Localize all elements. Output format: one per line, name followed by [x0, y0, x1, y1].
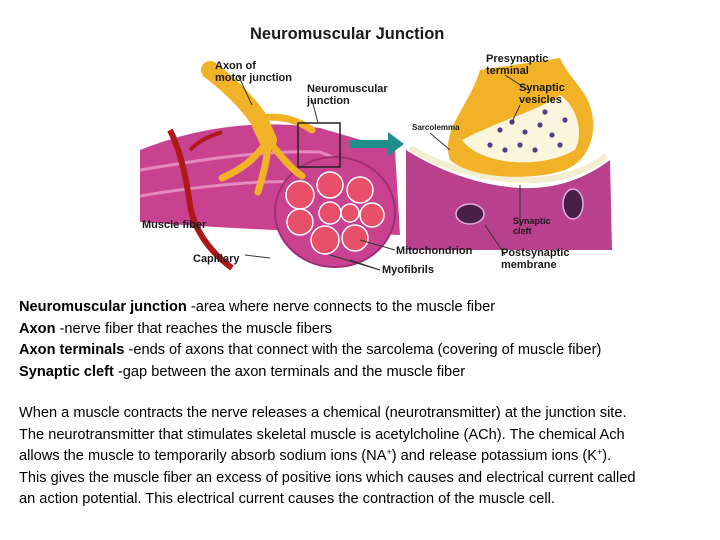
- definition-axon: Axon -nerve fiber that reaches the muscl…: [19, 320, 333, 337]
- axon-terminals: [218, 113, 316, 196]
- label-synaptic-vesicles: Synaptic vesicles: [519, 82, 568, 106]
- mitochondria-group: [455, 188, 584, 225]
- label-postsynaptic-membrane: Postsynaptic membrane: [501, 247, 573, 271]
- paragraph-line: When a muscle contracts the nerve releas…: [19, 405, 627, 421]
- zoom-arrow: [350, 132, 404, 156]
- label-presynaptic-terminal: Presynaptic terminal: [486, 53, 551, 77]
- paragraph-line: an action potential. This electrical cur…: [19, 491, 555, 507]
- postsynaptic-muscle: [406, 150, 612, 250]
- label-synaptic-cleft: Synaptic cleft: [513, 216, 553, 236]
- diagram-title: Neuromuscular Junction: [250, 25, 444, 43]
- synaptic-vesicles-group: [487, 109, 568, 153]
- synaptic-cleft-region: [408, 145, 608, 184]
- definition-axon-terminals: Axon terminals -ends of axons that conne…: [19, 342, 602, 358]
- explanation-paragraph: When a muscle contracts the nerve releas…: [19, 403, 714, 511]
- axon: [201, 61, 277, 149]
- definition-neuromuscular-junction: Neuromuscular junction -area where nerve…: [19, 299, 496, 315]
- label-mitochondrion: Mitochondrion: [396, 245, 473, 257]
- label-myofibrils: Myofibrils: [382, 264, 434, 276]
- label-muscle-fiber: Muscle fiber: [142, 219, 207, 231]
- label-sarcolemma: Sarcolemma: [412, 123, 460, 132]
- label-neuromuscular-junction: Neuromuscular junction: [306, 83, 391, 107]
- junction-highlight-box: [297, 122, 341, 168]
- definitions-list: Neuromuscular junction -area where nerve…: [19, 297, 709, 383]
- capillary-vessel: [167, 128, 234, 271]
- label-axon-motor-junction: Axon of motor junction: [215, 60, 292, 84]
- label-capillary: Capillary: [193, 253, 240, 265]
- paragraph-line: The neurotransmitter that stimulates ske…: [19, 426, 625, 443]
- myofibrils-group: [285, 171, 385, 255]
- neuromuscular-junction-diagram: Neuromuscular Junction: [139, 25, 612, 276]
- paragraph-line: allows the muscle to temporarily absorb …: [19, 447, 612, 465]
- paragraph-line: This gives the muscle fiber an excess of…: [19, 469, 636, 486]
- definition-synaptic-cleft: Synaptic cleft -gap between the axon ter…: [19, 363, 466, 380]
